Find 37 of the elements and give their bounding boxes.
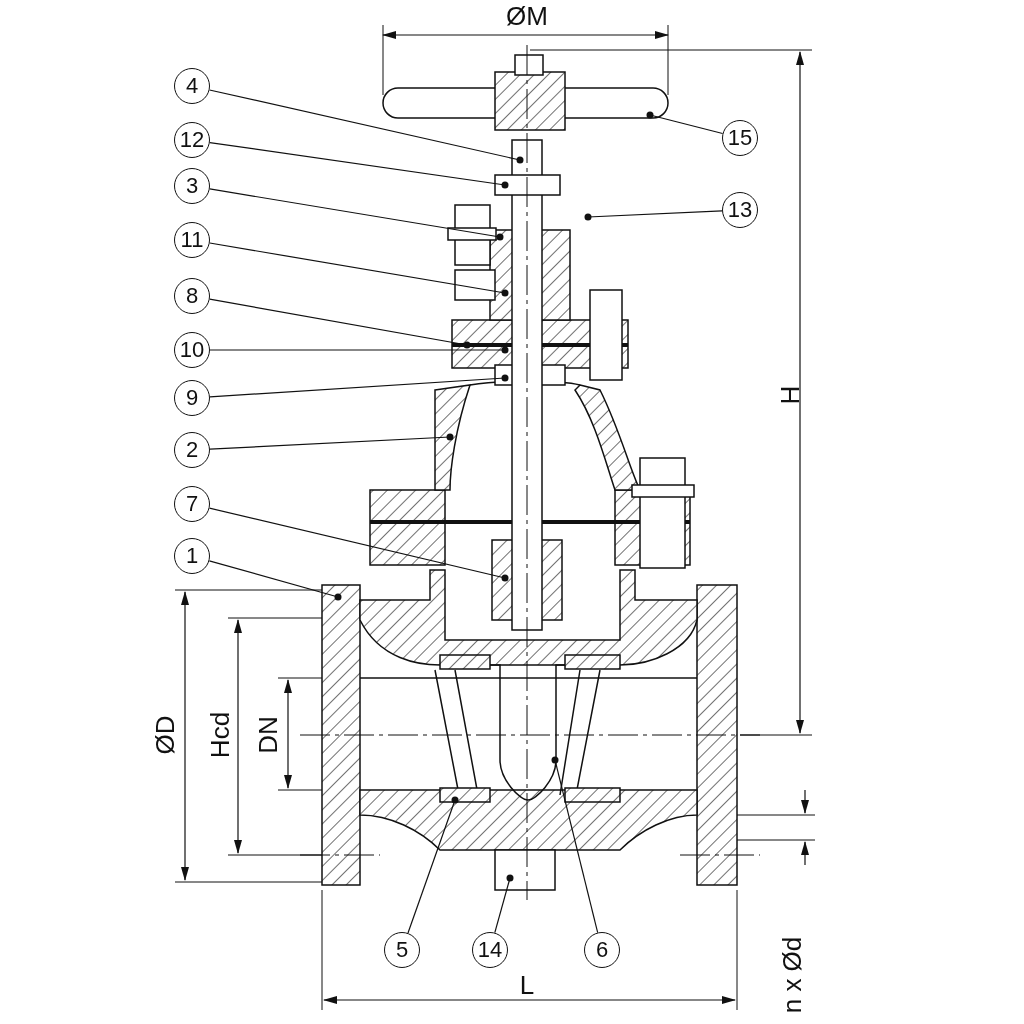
- leader-line: [209, 188, 504, 241]
- leader-line: [209, 433, 454, 450]
- dimension-label: DN: [252, 716, 284, 754]
- callout-number: 15: [722, 120, 758, 156]
- leader-line: [646, 111, 724, 135]
- callout-number: 1: [174, 538, 210, 574]
- leader-line: [208, 560, 342, 601]
- leader-line: [208, 507, 509, 582]
- dimension-label: ØD: [149, 715, 181, 755]
- dimension-label: H: [774, 385, 806, 405]
- callout-number: 10: [174, 332, 210, 368]
- callout-number: 4: [174, 68, 210, 104]
- callout-number: 12: [174, 122, 210, 158]
- leader-line: [551, 756, 599, 934]
- callout-number: 14: [472, 932, 508, 968]
- leader-line: [209, 374, 509, 398]
- callout-number: 8: [174, 278, 210, 314]
- dimension-label: n x Ød: [776, 936, 808, 1014]
- leader-line: [407, 796, 459, 934]
- leader-line: [584, 210, 723, 221]
- leader-line: [208, 89, 524, 164]
- dimension-label: Hcd: [204, 711, 236, 759]
- callout-number: 6: [584, 932, 620, 968]
- callout-number: 7: [174, 486, 210, 522]
- callout-number: 9: [174, 380, 210, 416]
- callout-number: 13: [722, 192, 758, 228]
- leader-line: [209, 346, 509, 354]
- leader-line: [209, 242, 509, 297]
- dimension-label: L: [519, 969, 535, 1001]
- callout-number: 11: [174, 222, 210, 258]
- callout-number: 2: [174, 432, 210, 468]
- callout-number: 3: [174, 168, 210, 204]
- leader-line: [494, 874, 514, 934]
- callout-number: 5: [384, 932, 420, 968]
- dimension-label: ØM: [506, 0, 548, 32]
- leader-line: [209, 141, 509, 189]
- leader-line: [209, 298, 471, 349]
